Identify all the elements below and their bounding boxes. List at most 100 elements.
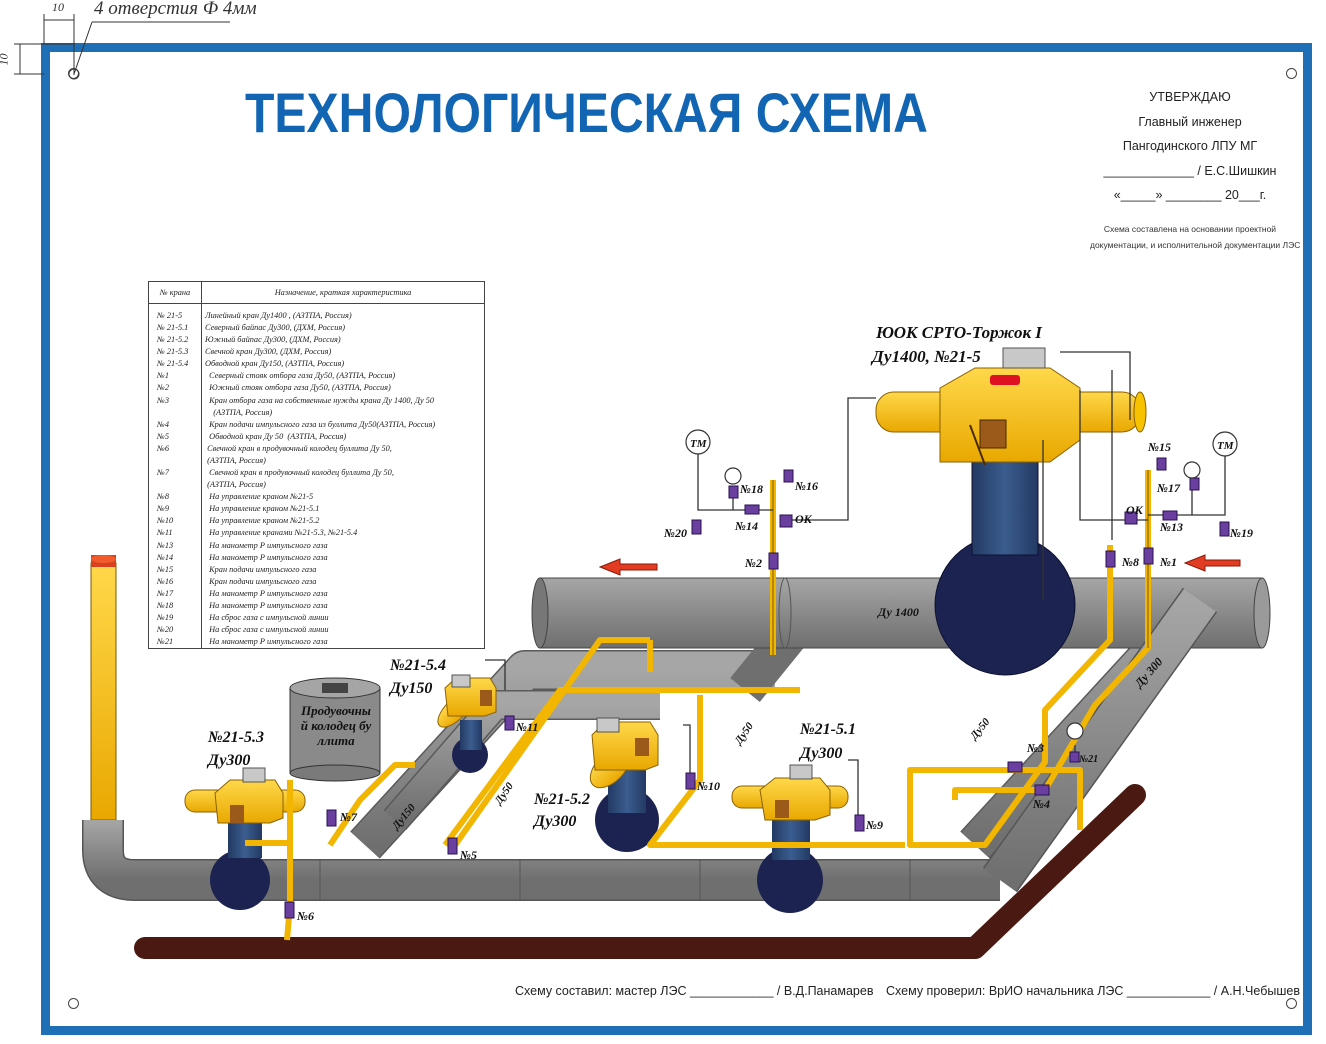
legend-row-description: Обводной кран Ду 50 (АЗТПА, Россия) — [205, 431, 347, 441]
legend-row-description: На управление краном №21-5.1 — [205, 504, 320, 514]
legend-row-number: №5 — [157, 431, 169, 441]
legend-row-number: №3 — [157, 395, 169, 405]
dimension-lines — [14, 14, 230, 80]
approval-note2: документации, и исполнительной документа… — [1090, 240, 1301, 250]
legend-row-number: №18 — [157, 600, 174, 610]
dimension-horizontal: 10 — [52, 0, 64, 14]
valve-21-5-4-size: Ду150 — [388, 680, 432, 697]
underground-pipe — [134, 784, 1146, 959]
tm-label-left: ТМ — [690, 438, 708, 450]
legend-row-number: №2 — [157, 383, 169, 393]
main-valve-21-5 — [875, 347, 1147, 676]
legend-row-description: На управление краном №21-5 — [205, 492, 314, 502]
legend-row-description: Обводной кран Ду150, (АЗТПА, Россия) — [205, 359, 345, 369]
valve-21-5-3 — [184, 767, 306, 910]
main-valve-size: Ду1400, №21-5 — [870, 347, 981, 366]
tag-n14: №14 — [734, 519, 758, 533]
legend-row-number: №13 — [157, 540, 174, 550]
holes-note: 4 отверстия Ф 4мм — [94, 0, 257, 19]
legend-row-number: №15 — [157, 564, 174, 574]
legend-row-number: №1 — [157, 371, 169, 381]
legend-row-description: Кран отбора газа на собственные нужды кр… — [205, 395, 435, 405]
legend-row-number: №4 — [157, 419, 169, 429]
legend-row-description: Северный байпас Ду300, (ДХМ, Россия) — [205, 323, 345, 333]
legend-row-description: (АЗТПА, Россия) — [205, 480, 266, 490]
legend-row-number: №6 — [157, 443, 169, 453]
tag-n6: №6 — [296, 909, 314, 923]
tag-n18: №18 — [739, 482, 763, 496]
main-pipe-label: Ду 1400 — [877, 605, 919, 619]
telemetry-icons — [685, 429, 1238, 457]
legend-row-number: №11 — [157, 528, 173, 538]
ok-label-right: ОК — [1126, 503, 1144, 517]
vent-stack — [90, 555, 117, 821]
blowdown-well-label: Продувочный колодец буллита — [300, 703, 372, 748]
legend-row-description: Кран подачи импульсного газа — [205, 564, 317, 574]
tag-n11: №11 — [515, 720, 538, 734]
front-pipe-du300 — [82, 587, 1218, 901]
legend-row-number: №19 — [157, 613, 174, 622]
legend-row-number: №8 — [157, 492, 169, 502]
approval-note1: Схема составлена на основании проектной — [1103, 224, 1277, 234]
legend-row-description: Линейный кран Ду1400 , (АЗТПА, Россия) — [205, 311, 352, 320]
tag-n4: №4 — [1032, 797, 1050, 811]
legend-row-description: (АЗТПА, Россия) — [205, 455, 266, 465]
approval-line2: Главный инженер — [1138, 115, 1242, 129]
legend-row-number: №9 — [157, 504, 169, 514]
valve-21-5-3-size: Ду300 — [206, 752, 250, 769]
page-title: ТЕХНОЛОГИЧЕСКАЯ СХЕМА — [245, 81, 928, 144]
pressure-gauge-icons — [724, 461, 1201, 740]
legend-row-description: (АЗТПА, Россия) — [205, 407, 273, 417]
legend-row-number: №10 — [157, 516, 174, 526]
legend-row-number: № 21-5.1 — [157, 323, 189, 333]
tag-n2: №2 — [744, 556, 762, 570]
tag-n7: №7 — [339, 810, 358, 824]
legend-row-description: Южный байпас Ду300, (ДХМ, Россия) — [205, 335, 341, 345]
mount-hole-bottom-left — [68, 998, 79, 1009]
legend-row-description: Свечной кран Ду300, (ДХМ, Россия) — [205, 347, 332, 357]
legend-col-description: Назначение, краткая характеристика — [274, 288, 412, 297]
legend-row-description: На манометр Р импульсного газа — [205, 552, 328, 562]
legend-row-description: Южный стояк отбора газа Ду50, (АЗТПА, Ро… — [205, 383, 391, 393]
legend-row-number: №7 — [157, 468, 169, 478]
legend-row-number: №20 — [157, 625, 174, 635]
tag-n17: №17 — [1156, 481, 1181, 495]
tag-n1: №1 — [1159, 555, 1177, 569]
legend-row-description: На сброс газа с импульсной линии — [205, 613, 329, 622]
legend-row-number: № 21-5.2 — [157, 335, 189, 345]
legend-row-description: Северный стояк отбора газа Ду50, (АЗТПА,… — [205, 371, 396, 381]
ok-label-left: ОК — [795, 512, 813, 526]
legend-row-number: №17 — [157, 588, 174, 598]
valve-21-5-2-size: Ду300 — [532, 813, 576, 830]
legend-row-description: Свечной кран в продувочный колодец булли… — [205, 443, 392, 453]
approval-line5: «_____» ________ 20___г. — [1113, 188, 1267, 202]
legend-row-number: № 21-5.3 — [157, 347, 189, 357]
legend-row-description: Кран подачи импульсного газа из буллита … — [205, 419, 436, 429]
mount-hole-top-right — [1286, 68, 1297, 79]
tag-n20: №20 — [663, 526, 687, 540]
du50-label-2: Ду50 — [732, 720, 756, 748]
main-pipe-du1400 — [531, 577, 1271, 649]
legend-row-description: На манометр Р импульсного газа — [205, 637, 328, 647]
tag-n5: №5 — [459, 848, 477, 862]
legend-row-description: На управление кранами №21-5.3, №21-5.4 — [205, 528, 358, 538]
legend-row-description: Кран подачи импульсного газа — [205, 576, 317, 586]
legend-row-number: №16 — [157, 576, 174, 586]
legend-row-number: № 21-5.4 — [157, 359, 189, 369]
valve-21-5-1-label: №21-5.1 — [799, 721, 856, 738]
tag-n16: №16 — [794, 479, 818, 493]
valve-21-5-2 — [589, 717, 659, 852]
approval-line1: УТВЕРЖДАЮ — [1149, 90, 1231, 104]
valve-21-5-2-label: №21-5.2 — [533, 791, 590, 808]
tag-n9: №9 — [865, 818, 883, 832]
made-by-signature: Схему составил: мастер ЛЭС ____________ … — [515, 984, 874, 998]
du50-label-1: Ду50 — [967, 716, 992, 743]
checked-by-signature: Схему проверил: ВрИО начальника ЛЭС ____… — [886, 984, 1300, 998]
mount-hole-bottom-right — [1286, 998, 1297, 1009]
legend-row-number: №14 — [157, 552, 174, 562]
valve-21-5-1-size: Ду300 — [798, 745, 842, 762]
valve-21-5-1 — [731, 764, 849, 913]
tag-n19: №19 — [1229, 526, 1253, 540]
legend-row-number: №21 — [157, 637, 174, 647]
